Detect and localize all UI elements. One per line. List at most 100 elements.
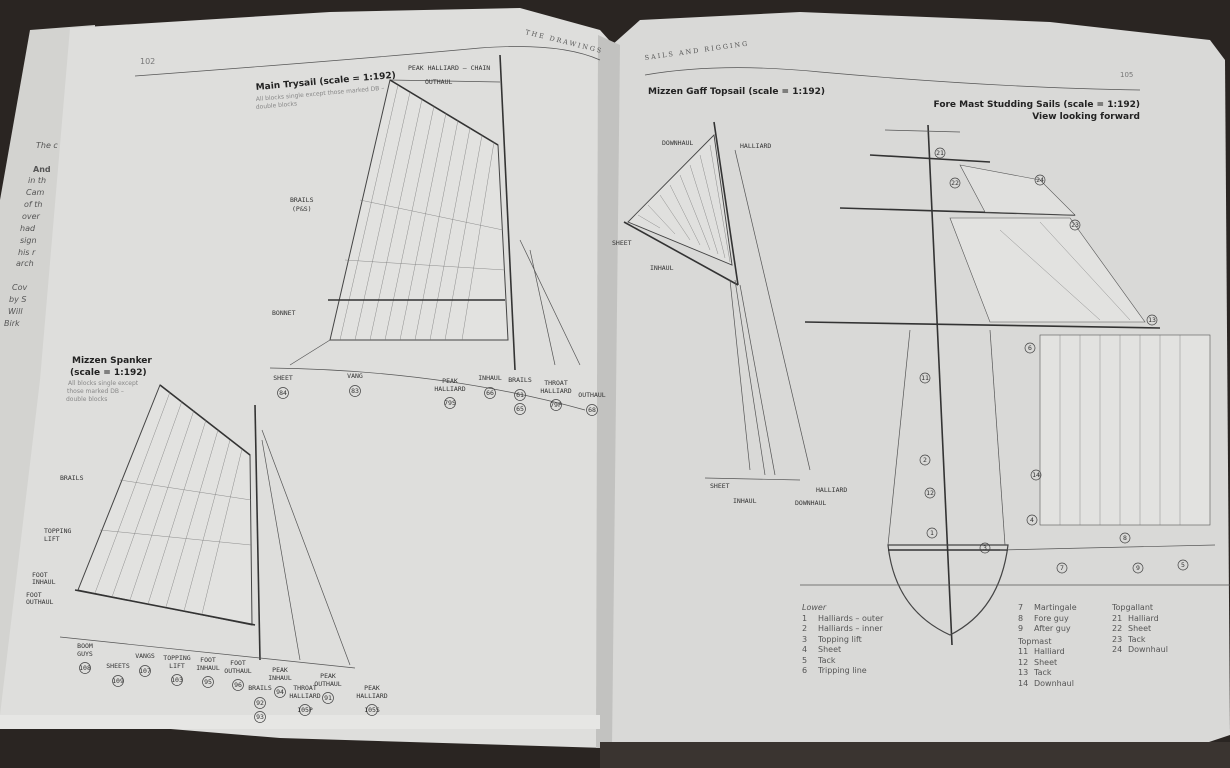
svg-text:BRAILS: BRAILS	[290, 196, 314, 204]
block-number-circle	[586, 404, 598, 416]
rigging-label: PEAK	[272, 666, 288, 674]
legend-text: Sheet	[818, 645, 842, 654]
block-number-circle	[277, 387, 289, 399]
block-number-circle	[274, 686, 286, 698]
mizzen-gaff-topsail-title: Mizzen Gaff Topsail (scale = 1:192)	[648, 87, 825, 97]
callout-number: 24	[1036, 176, 1044, 184]
rigging-label: BOOM	[77, 642, 93, 650]
rigging-label: THROAT	[293, 684, 317, 692]
callout-circle	[919, 372, 931, 384]
rigging-label: OUTHAUL	[224, 667, 251, 675]
block-number: 92	[256, 699, 264, 707]
callout-circle	[934, 147, 946, 159]
callout-number: 3	[983, 544, 987, 552]
svg-text:Cov: Cov	[12, 283, 27, 292]
block-number-circle	[139, 665, 151, 677]
block-number: 79P	[550, 401, 562, 409]
legend-text: Fore guy	[1034, 613, 1069, 623]
svg-text:FOOT: FOOT	[32, 571, 48, 579]
mizzen-spanker-drawing: Mizzen Spanker (scale = 1:192) All block…	[26, 356, 388, 723]
callout-number: 5	[1181, 561, 1185, 569]
svg-text:Cam: Cam	[26, 188, 44, 197]
svg-text:PEAK HALLIARD – CHAIN: PEAK HALLIARD – CHAIN	[408, 64, 490, 72]
legend-text: Tack	[1034, 668, 1052, 677]
rigging-label: TOPPING	[163, 654, 190, 662]
callout-number: 6	[1028, 344, 1032, 352]
legend-number: 9	[1018, 624, 1024, 633]
block-number: 105S	[364, 706, 380, 714]
legend-number: 8	[1018, 613, 1024, 623]
callout-number: 2	[923, 456, 927, 464]
legend-number: 2	[802, 624, 808, 633]
callout-number: 11	[921, 374, 929, 382]
svg-text:INHAUL: INHAUL	[32, 578, 56, 586]
block-number-circle	[79, 662, 91, 674]
block-number: 95	[204, 678, 212, 686]
callout-number: 4	[1030, 516, 1034, 524]
svg-text:TOPPING: TOPPING	[44, 527, 71, 535]
legend-text: Topping lift	[818, 634, 862, 644]
svg-text:LIFT: LIFT	[44, 535, 60, 543]
block-number-circle	[112, 675, 124, 687]
callout-number: 7	[1060, 564, 1064, 572]
callout-circle	[1056, 562, 1068, 574]
block-number: 83	[351, 387, 359, 395]
svg-text:DOWNHAUL: DOWNHAUL	[795, 499, 826, 507]
block-number-circle	[232, 679, 244, 691]
rigging-label: FOOT	[230, 659, 246, 667]
block-number-circle	[484, 387, 496, 399]
svg-text:All blocks single except: All blocks single except	[68, 380, 139, 387]
block-number-circle	[514, 389, 526, 401]
block-number-circle	[254, 697, 266, 709]
legend-text: Tack	[1128, 634, 1146, 644]
block-number-circle	[299, 704, 311, 716]
callout-circle	[1030, 469, 1042, 481]
svg-text:OUTHAUL: OUTHAUL	[26, 598, 53, 606]
legend-number: 1	[802, 613, 808, 623]
callout-number: 21	[936, 149, 944, 157]
svg-text:INHAUL: INHAUL	[733, 497, 757, 505]
mizzen-gaff-topsail-drawing: Mizzen Gaff Topsail (scale = 1:192) DOWN…	[612, 87, 847, 507]
legend-text: Tack	[818, 655, 836, 665]
legend-number: 24	[1112, 645, 1123, 654]
svg-text:in th: in th	[28, 176, 46, 185]
callout-circle	[1177, 559, 1189, 571]
legend-number: 6	[802, 666, 808, 675]
legend-number: 23	[1112, 634, 1123, 644]
legend-text: Halliard	[1034, 647, 1065, 656]
svg-text:double blocks: double blocks	[256, 100, 298, 111]
rigging-label: PEAK	[320, 672, 336, 680]
legend-text: Halliards – inner	[818, 624, 883, 633]
svg-text:by S: by S	[9, 295, 26, 304]
svg-text:SHEET: SHEET	[710, 482, 730, 490]
callout-number: 13	[1148, 316, 1156, 324]
svg-text:over: over	[22, 212, 41, 221]
callout-circle	[919, 454, 931, 466]
legend-number: 21	[1112, 613, 1123, 623]
callout-circle	[949, 177, 961, 189]
block-number: 103	[171, 676, 183, 684]
rigging-label: OUTHAUL	[314, 680, 341, 688]
block-number-circle	[254, 711, 266, 723]
legend-item: 8 Fore guy	[1018, 614, 1118, 625]
block-number-circle	[550, 399, 562, 411]
block-number-circle	[202, 676, 214, 688]
rigging-label: SHEETS	[106, 662, 130, 670]
callout-circle	[1026, 514, 1038, 526]
svg-text:SHEET: SHEET	[612, 239, 632, 247]
svg-text:double blocks: double blocks	[66, 396, 107, 403]
svg-text:had: had	[20, 224, 36, 233]
block-number: 109	[112, 677, 124, 685]
callout-number: 8	[1123, 534, 1127, 542]
legend-text: Downhaul	[1034, 678, 1074, 688]
legend-text: Halliards – outer	[818, 613, 884, 623]
legend-text: Sheet	[1128, 624, 1152, 633]
rigging-label: LIFT	[169, 662, 185, 670]
svg-text:BRAILS: BRAILS	[60, 474, 84, 482]
